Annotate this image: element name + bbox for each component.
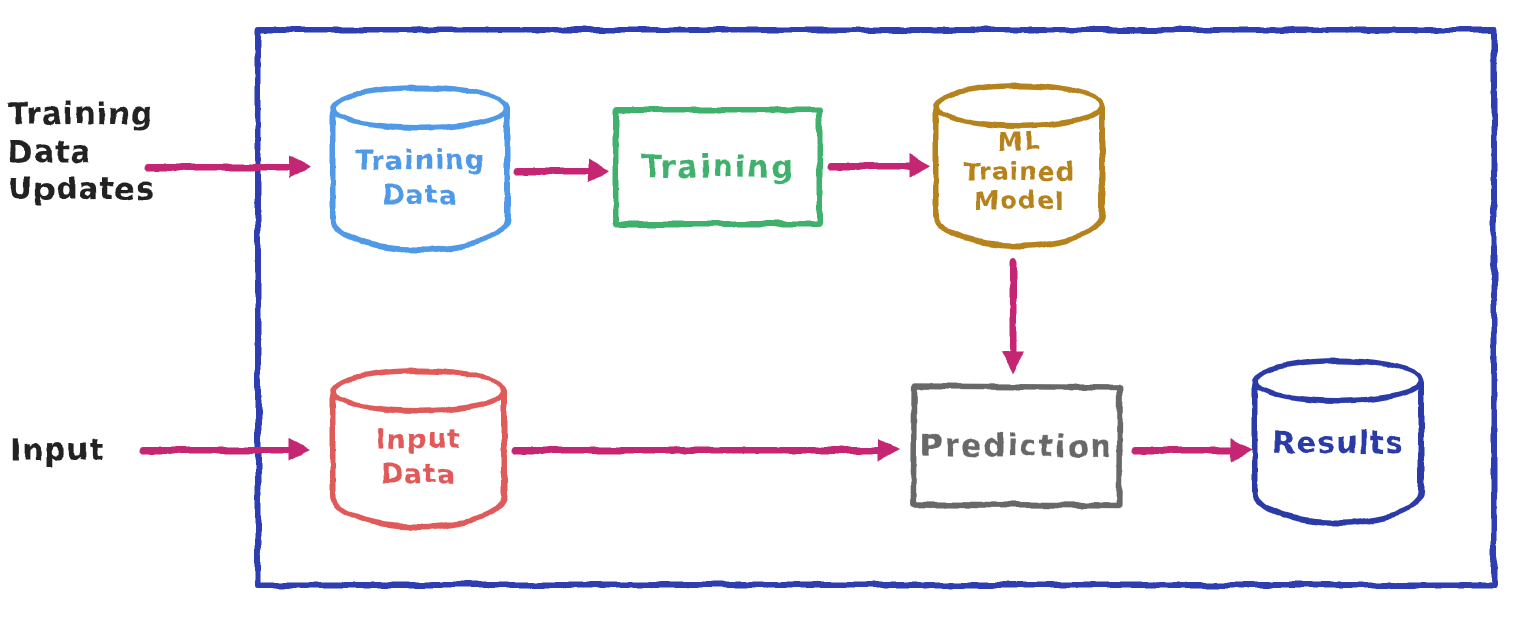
- node-training: Training: [613, 107, 823, 227]
- cylinder-lid-shape: [330, 368, 507, 414]
- cylinder-lid-shape: [933, 83, 1105, 129]
- node-label-ml-trained-model: ML Trained Model: [963, 127, 1075, 215]
- cylinder-lid-shape: [330, 85, 510, 131]
- label-input: Input: [10, 433, 105, 468]
- node-ml-trained-model: ML Trained Model: [933, 83, 1105, 249]
- node-label-results: Results: [1271, 426, 1405, 461]
- cylinder-body-shape: [330, 107, 510, 253]
- arrow-ml-model-to-prediction: [1001, 258, 1025, 374]
- cylinder-body-shape: [1252, 380, 1424, 526]
- node-training-data: Training Data: [330, 85, 510, 253]
- arrow-input-to-input-data: [140, 438, 310, 462]
- arrow-training-data-to-training: [514, 159, 610, 183]
- node-label-prediction: Prediction: [920, 427, 1114, 465]
- node-prediction: Prediction: [910, 383, 1124, 509]
- arrow-input-data-to-prediction: [512, 438, 900, 462]
- node-label-training: Training: [641, 149, 795, 185]
- arrow-training-to-ml-model: [828, 154, 931, 178]
- node-label-training-data: Training Data: [354, 145, 486, 212]
- arrow-prediction-to-results: [1132, 438, 1253, 462]
- label-training-data-updates: Training Data Updates: [8, 97, 156, 207]
- node-input-data: Input Data: [330, 368, 507, 530]
- system-boundary-box: [255, 27, 1497, 588]
- cylinder-lid-shape: [1252, 358, 1424, 404]
- cylinder-body-shape: [330, 390, 507, 530]
- arrow-training-updates-to-training-data: [145, 155, 311, 179]
- cylinder-body-shape: [933, 105, 1105, 249]
- node-results: Results: [1252, 358, 1424, 526]
- node-label-input-data: Input Data: [375, 424, 462, 491]
